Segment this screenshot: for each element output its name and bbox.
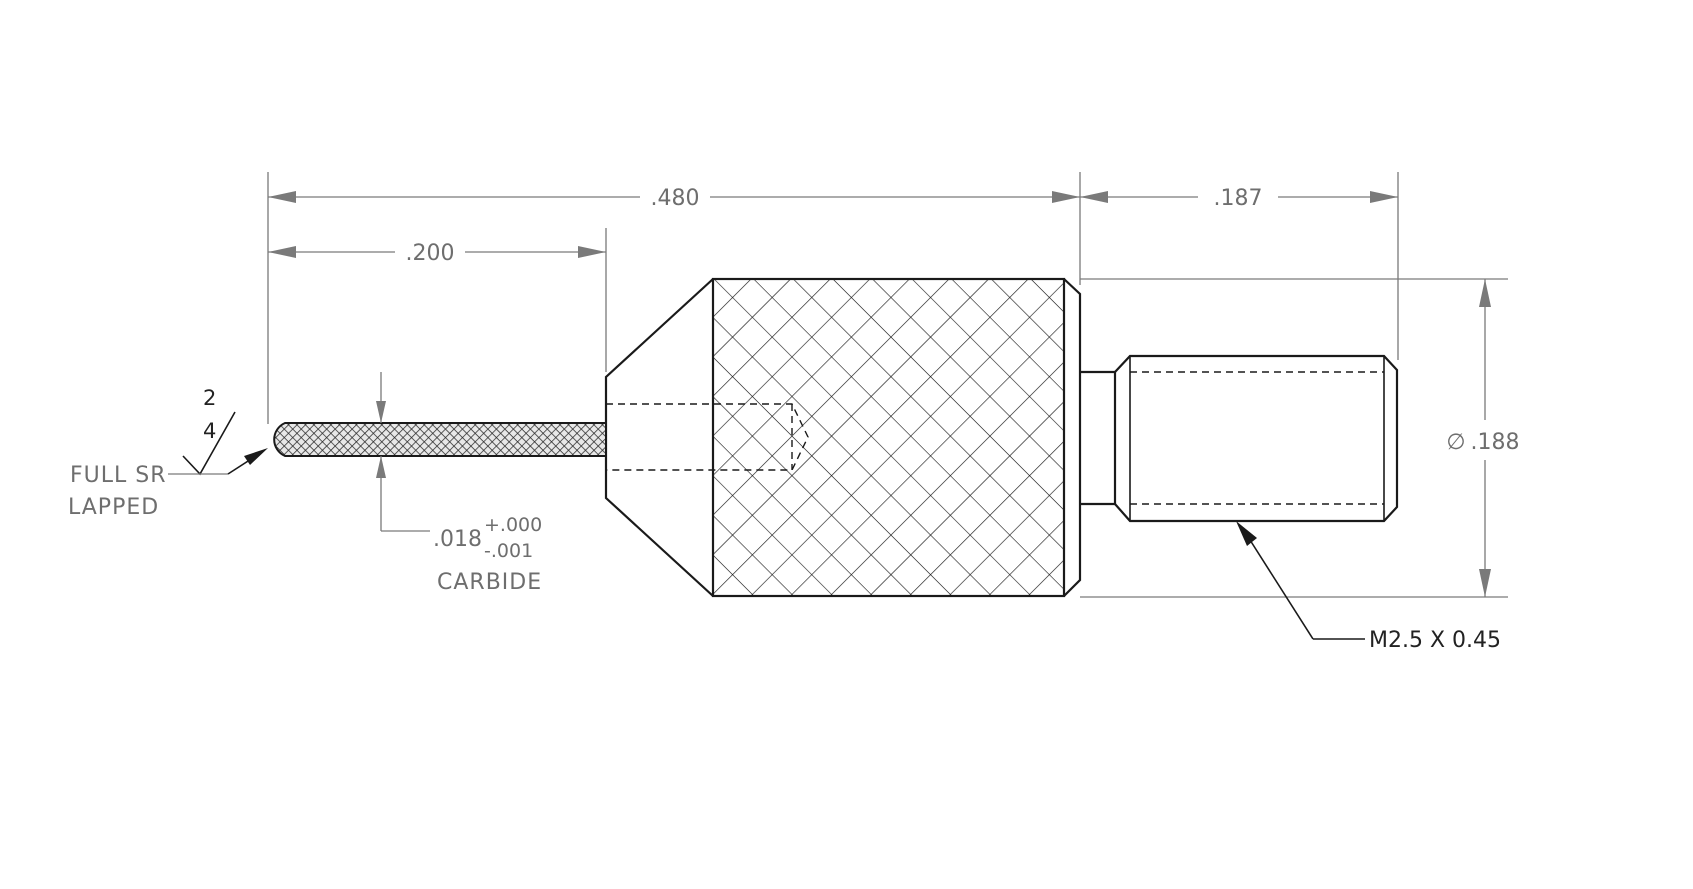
dim-body-diameter: ∅ .188 — [1446, 279, 1519, 597]
part-outline — [273, 277, 1399, 598]
surface-finish-note: 2 4 FULL SR LAPPED — [68, 386, 268, 520]
dim-overall-length: .480 — [268, 186, 1080, 211]
dim-thread-length: .187 — [1080, 186, 1398, 211]
dim-overall-length-text: .480 — [651, 186, 700, 211]
stylus-tol-minus: -.001 — [484, 540, 533, 562]
stylus-bore-hidden — [606, 403, 809, 471]
stylus-material: CARBIDE — [437, 570, 542, 595]
carbide-stylus — [273, 422, 607, 457]
dim-stylus-diameter: .018 +.000 -.001 CARBIDE — [376, 372, 542, 595]
dim-stylus-length: .200 — [268, 241, 606, 266]
stylus-diameter-nominal: .018 — [433, 527, 482, 552]
finish-value-upper: 2 — [203, 386, 216, 410]
threaded-shank — [1114, 354, 1399, 523]
tip-note-line2: LAPPED — [68, 495, 159, 520]
body-chamfer — [1063, 278, 1082, 597]
thread-callout-arrow — [1236, 521, 1257, 546]
tip-leader-arrow — [244, 448, 268, 465]
finish-value-lower: 4 — [203, 419, 216, 443]
thread-relief — [1080, 370, 1117, 506]
dim-stylus-length-text: .200 — [406, 241, 455, 266]
thread-callout-text: M2.5 X 0.45 — [1369, 628, 1501, 653]
dim-body-diameter-text: .188 — [1471, 430, 1520, 455]
knurled-body — [711, 277, 1066, 598]
dim-thread-length-text: .187 — [1214, 186, 1263, 211]
dim-body-diameter-symbol: ∅ — [1446, 430, 1465, 455]
thread-callout-leader — [1249, 539, 1314, 640]
thread-callout: M2.5 X 0.45 — [1236, 521, 1501, 653]
conical-nose — [604, 278, 714, 597]
tip-note-line1: FULL SR — [70, 463, 167, 488]
stylus-tol-plus: +.000 — [484, 514, 542, 536]
